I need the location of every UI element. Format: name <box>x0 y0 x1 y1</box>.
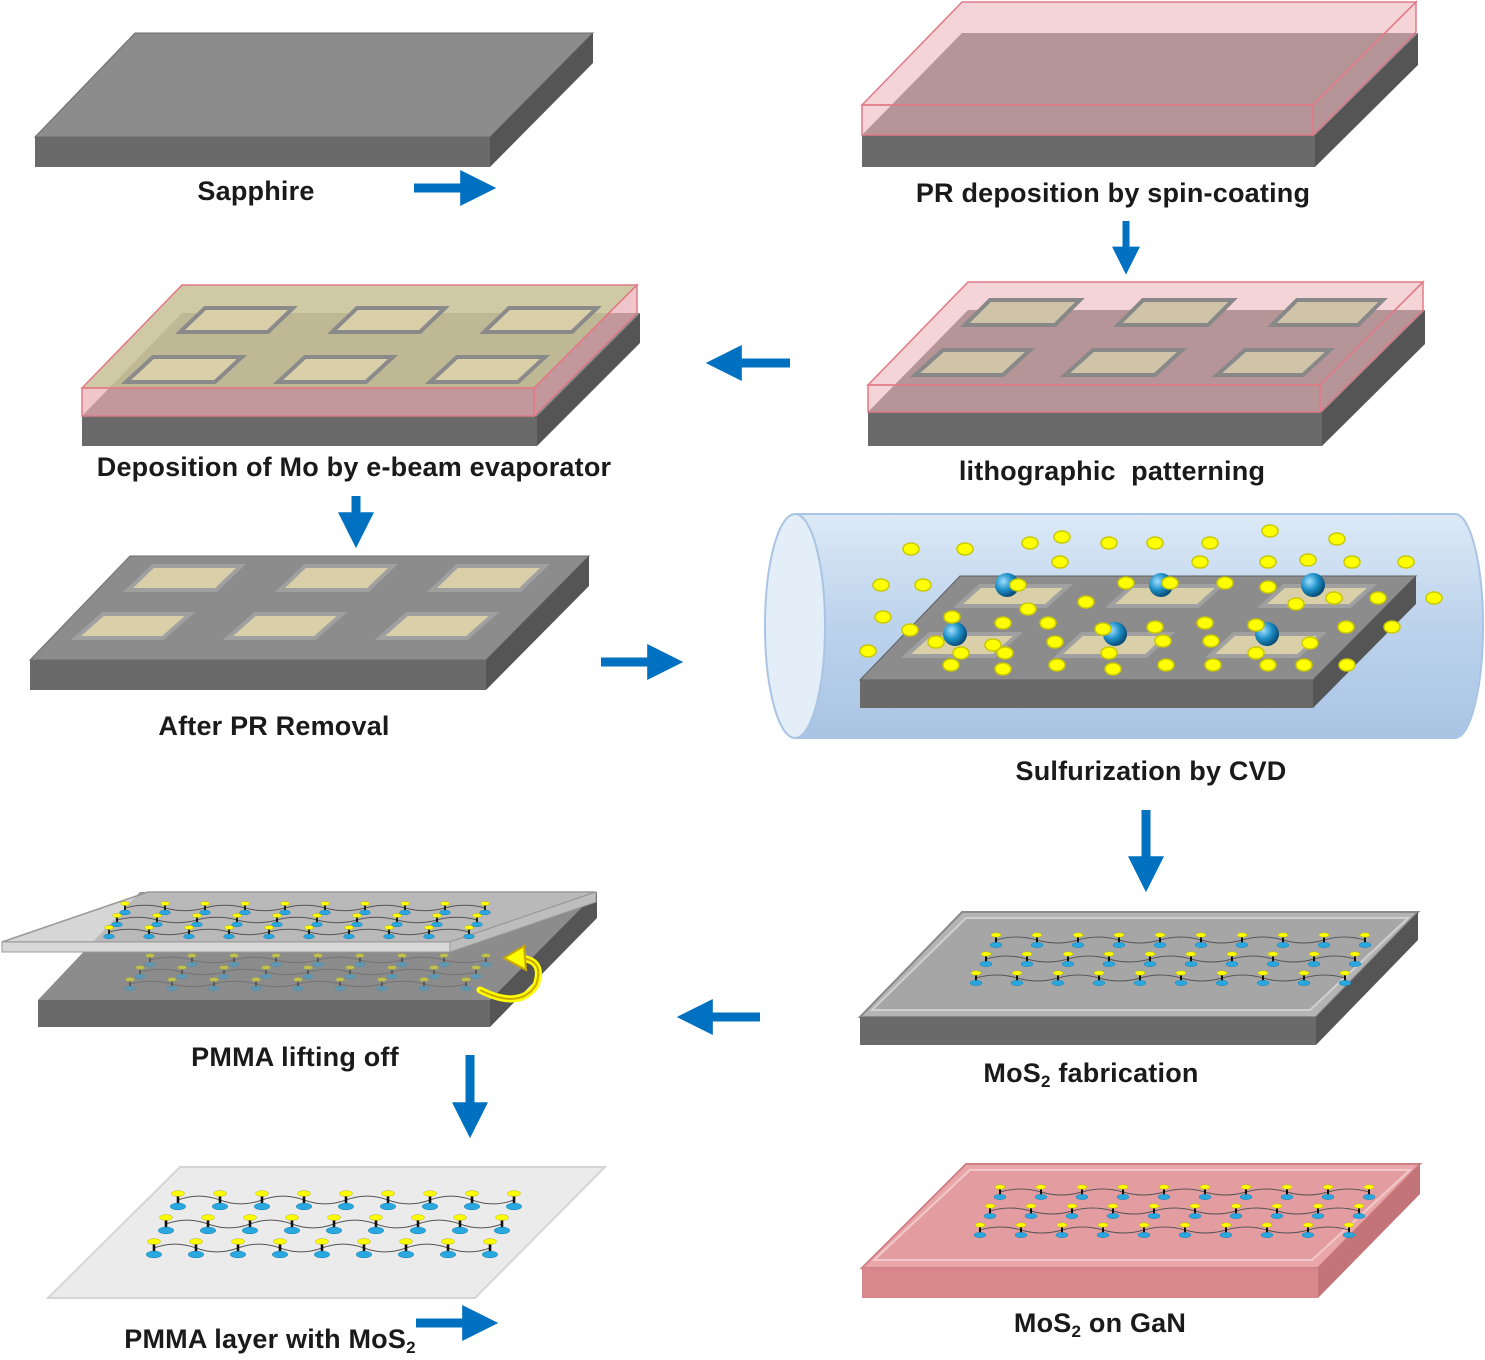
label-sulfurization: Sulfurization by CVD <box>1015 756 1287 786</box>
mos2-fabrication-icon <box>857 911 1421 1045</box>
mos2-on-gan-icon <box>859 1163 1423 1298</box>
label-pr-removal: After PR Removal <box>158 711 390 741</box>
cvd-tube-icon <box>764 513 1484 739</box>
label-sapphire: Sapphire <box>197 176 315 206</box>
label-mo-deposition: Deposition of Mo by e-beam evaporator <box>96 452 612 482</box>
lithographic-patterning-icon <box>866 280 1425 446</box>
label-pr-deposition: PR deposition by spin-coating <box>915 178 1311 208</box>
pmma-layer-with-mos2-icon <box>45 1166 608 1299</box>
photoresist-deposition-icon <box>860 0 1418 167</box>
label-pmma-layer-with-mos2: PMMA layer with MoS2 <box>124 1324 416 1357</box>
pmma-lifting-off-icon <box>1 891 597 1027</box>
pr-removal-icon <box>28 555 591 690</box>
sapphire-substrate-icon <box>33 32 595 167</box>
flow-arrows <box>338 170 1164 1341</box>
label-pmma-lifting-off: PMMA lifting off <box>191 1042 399 1072</box>
label-mos2-fabrication: MoS2 fabrication <box>983 1058 1199 1091</box>
label-lithographic-patterning: lithographic patterning <box>958 456 1266 486</box>
label-mos2-on-gan: MoS2 on GaN <box>1013 1308 1187 1341</box>
mo-deposition-icon <box>80 283 640 446</box>
mos2-lattice-icon <box>969 932 1372 986</box>
